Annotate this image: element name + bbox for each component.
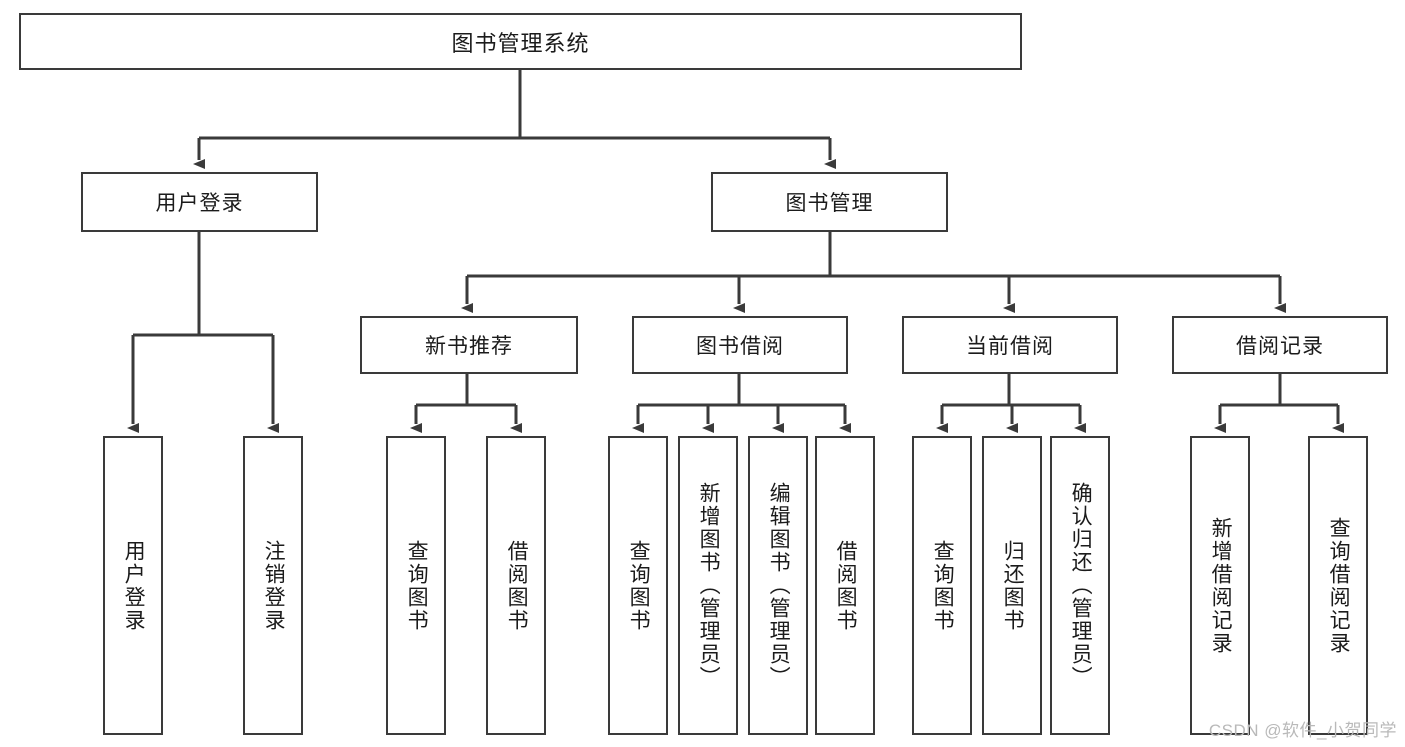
leaf-label: 借阅图书 (834, 539, 858, 632)
leaf-label: 查询借阅记录 (1327, 516, 1351, 655)
leaf-label: 用户登录 (122, 539, 146, 632)
leaf-query-borrow-record[interactable]: 查询借阅记录 (1308, 436, 1368, 735)
leaf-add-borrow-record[interactable]: 新增借阅记录 (1190, 436, 1250, 735)
leaf-borrow-book[interactable]: 借阅图书 (815, 436, 875, 735)
leaf-query-book-current[interactable]: 查询图书 (912, 436, 972, 735)
leaf-label: 新增借阅记录 (1209, 516, 1233, 655)
node-label: 当前借阅 (966, 335, 1054, 358)
leaf-label: 归还图书 (1001, 539, 1025, 632)
node-new-book-recommend[interactable]: 新书推荐 (360, 316, 578, 374)
leaf-label: 查询图书 (931, 539, 955, 632)
leaf-confirm-return-admin[interactable]: 确认归还（管理员） (1050, 436, 1110, 735)
leaf-label: 编辑图书（管理员） (767, 482, 791, 689)
leaf-return-book[interactable]: 归还图书 (982, 436, 1042, 735)
leaf-query-book-recommend[interactable]: 查询图书 (386, 436, 446, 735)
leaf-label: 新增图书（管理员） (697, 482, 721, 689)
leaf-borrow-book-recommend[interactable]: 借阅图书 (486, 436, 546, 735)
watermark-text: CSDN @软件_小贺同学 (1208, 721, 1397, 740)
leaf-add-book-admin[interactable]: 新增图书（管理员） (678, 436, 738, 735)
leaf-label: 注销登录 (262, 539, 286, 632)
leaf-label: 借阅图书 (505, 539, 529, 632)
leaf-query-book-borrow[interactable]: 查询图书 (608, 436, 668, 735)
node-label: 图书借阅 (696, 335, 784, 358)
node-root[interactable]: 图书管理系统 (19, 13, 1022, 70)
node-current-borrow[interactable]: 当前借阅 (902, 316, 1118, 374)
node-book-management[interactable]: 图书管理 (711, 172, 948, 232)
leaf-label: 确认归还（管理员） (1069, 482, 1093, 689)
node-label: 新书推荐 (425, 335, 513, 358)
node-borrow-record[interactable]: 借阅记录 (1172, 316, 1388, 374)
leaf-label: 查询图书 (405, 539, 429, 632)
node-label: 用户登录 (155, 192, 244, 215)
leaf-logout[interactable]: 注销登录 (243, 436, 303, 735)
node-root-label: 图书管理系统 (451, 30, 590, 56)
leaf-user-login[interactable]: 用户登录 (103, 436, 163, 735)
node-label: 图书管理 (785, 192, 874, 215)
node-label: 借阅记录 (1236, 335, 1324, 358)
node-book-borrow[interactable]: 图书借阅 (632, 316, 848, 374)
leaf-label: 查询图书 (627, 539, 651, 632)
node-user-login[interactable]: 用户登录 (81, 172, 318, 232)
leaf-edit-book-admin[interactable]: 编辑图书（管理员） (748, 436, 808, 735)
